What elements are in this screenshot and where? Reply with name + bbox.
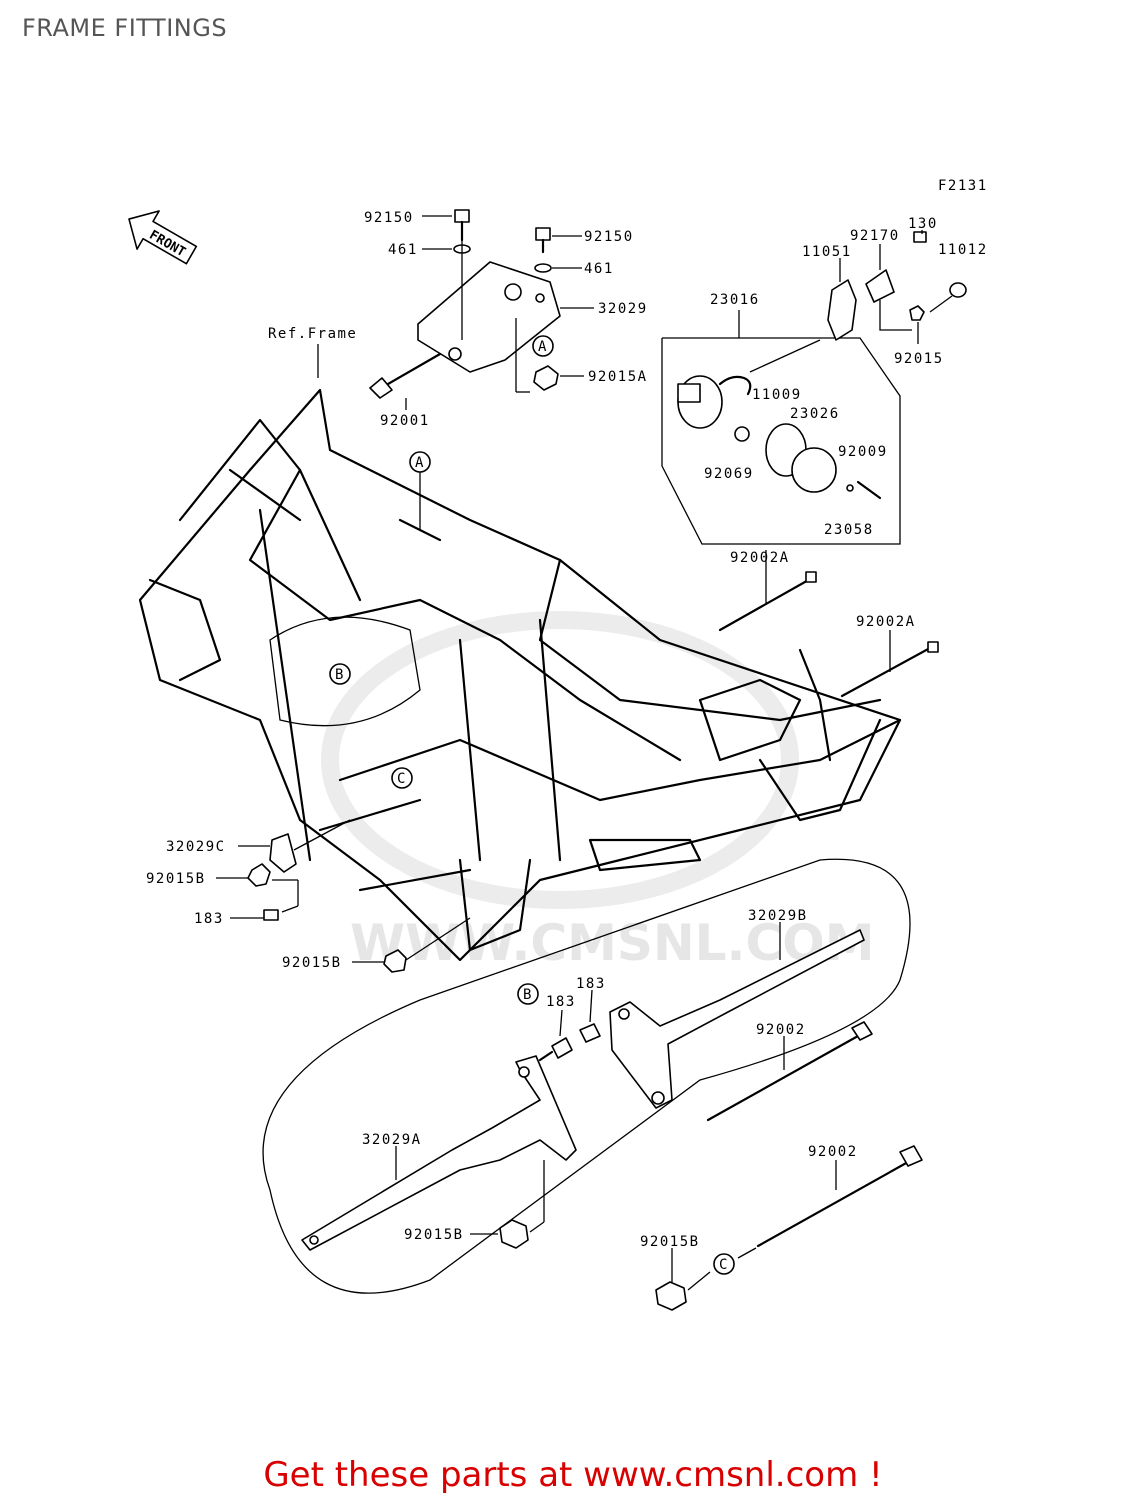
svg-text:B: B xyxy=(523,987,533,1003)
svg-text:C: C xyxy=(397,771,407,787)
part-label: 183 xyxy=(576,976,606,992)
part-label: 92015B xyxy=(146,871,206,887)
part-label: 92015 xyxy=(894,351,944,367)
part-label: 183 xyxy=(546,994,576,1010)
callout-c-frame: C xyxy=(391,767,413,789)
part-labels: 92150 461 92150 461 32029 92015A 92001 2… xyxy=(146,210,988,1250)
figure-code: F2131 xyxy=(938,178,988,194)
callout-a-top: A xyxy=(532,335,554,357)
callout-c-lower: C xyxy=(713,1253,735,1275)
part-label: 92002A xyxy=(856,614,916,630)
lower-detail xyxy=(262,858,923,1311)
part-label: 23016 xyxy=(710,292,760,308)
top-bracket-assembly xyxy=(369,209,561,399)
bracket-32029c xyxy=(247,819,471,973)
part-label: 92002A xyxy=(730,550,790,566)
part-label: 92009 xyxy=(838,444,888,460)
part-label: 32029C xyxy=(166,839,226,855)
part-label: 92015B xyxy=(404,1227,464,1243)
watermark: WWW.CMSNL.COM xyxy=(321,611,875,972)
part-label: 32029B xyxy=(748,908,808,924)
part-label: 92170 xyxy=(850,228,900,244)
part-label: 11012 xyxy=(938,242,988,258)
part-label: 92150 xyxy=(364,210,414,226)
light-assembly xyxy=(661,231,967,545)
part-label: 92001 xyxy=(380,413,430,429)
footer-link-text[interactable]: Get these parts at www.cmsnl.com ! xyxy=(263,1455,883,1495)
part-label: 11051 xyxy=(802,244,852,260)
callout-a-frame: A xyxy=(409,451,431,530)
part-label: 92015A xyxy=(588,369,648,385)
svg-text:A: A xyxy=(415,455,425,471)
watermark-text: WWW.CMSNL.COM xyxy=(350,914,875,972)
svg-text:C: C xyxy=(719,1257,729,1273)
part-label: 23058 xyxy=(824,522,874,538)
part-label: 23026 xyxy=(790,406,840,422)
part-label: 92015B xyxy=(640,1234,700,1250)
front-arrow-icon: FRONT xyxy=(128,210,198,265)
part-label: 92002 xyxy=(756,1022,806,1038)
part-label: 92002 xyxy=(808,1144,858,1160)
part-label: 32029 xyxy=(598,301,648,317)
ref-frame-label: Ref.Frame xyxy=(268,326,357,342)
part-label: 461 xyxy=(388,242,418,258)
part-label: 11009 xyxy=(752,387,802,403)
part-label: 92015B xyxy=(282,955,342,971)
svg-text:B: B xyxy=(335,667,345,683)
part-label: 130 xyxy=(908,216,938,232)
callout-b-frame: B xyxy=(329,663,351,685)
part-label: 32029A xyxy=(362,1132,422,1148)
page-title: FRAME FITTINGS xyxy=(22,14,228,42)
part-label: 92150 xyxy=(584,229,634,245)
part-label: 461 xyxy=(584,261,614,277)
svg-text:A: A xyxy=(538,339,548,355)
leader-lines xyxy=(216,215,923,1282)
callout-b-lower: B xyxy=(517,983,539,1005)
part-label: 183 xyxy=(194,911,224,927)
part-label: 92069 xyxy=(704,466,754,482)
